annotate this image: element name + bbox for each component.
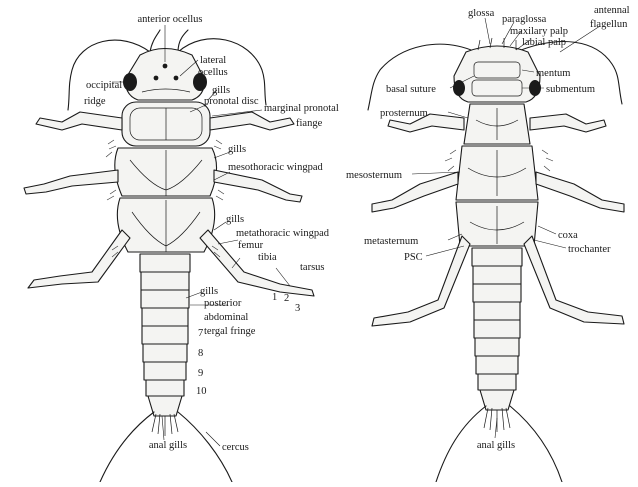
abdominal-segment [144,362,186,380]
ventral-midleg-right [536,172,624,212]
label-glossa: glossa [468,8,495,19]
label-basal-suture: basal suture [386,84,436,95]
abdominal-segment [142,326,188,344]
label-antennal-1: antennal [594,5,630,16]
label-gills-4: gills [200,286,218,297]
midleg-right [214,170,302,202]
dorsal-anal-gills [152,414,178,436]
abdominal-segment [140,254,190,272]
label-psc: PSC [404,252,423,263]
label-occipital-ridge-1: occipital [86,80,122,91]
ventral-abdominal-segment [472,248,522,266]
label-pronotal-disc: pronotal disc [204,96,259,107]
label-seg-9: 9 [198,368,203,379]
cercus-left [100,412,154,482]
ventral-foreleg-right [530,114,606,132]
abdominal-segment [142,308,188,326]
label-lateral-ocellus-2: ocellus [198,67,228,78]
abdominal-segment [143,344,187,362]
label-metasternum: metasternum [364,236,418,247]
label-femur: femur [238,240,264,251]
ventral-abdominal-segment [474,302,520,320]
ventral-abdominal-segment [474,320,520,338]
ventral-abdominal-segment [475,338,519,356]
label-tarsus-2: 2 [284,293,289,304]
label-seg-10: 10 [196,386,207,397]
ventral-eye-left [453,80,465,96]
label-mesosternum: mesosternum [346,170,402,181]
label-metathoracic-wingpad: metathoracic wingpad [236,228,330,239]
label-gills-2: gills [228,144,246,155]
label-coxa: coxa [558,230,578,241]
label-anal-gills-dorsal: anal gills [149,440,187,451]
label-maxilary-palp: maxilary palp [510,26,568,37]
ventral-abdominal-segment [478,374,516,390]
label-paraglossa: paraglossa [502,14,547,25]
ventral-abdominal-segment [473,266,521,284]
label-lateral-ocellus-1: lateral [200,55,226,66]
ventral-hindleg-left [372,236,470,326]
ventral-cercus-right [510,406,562,482]
label-gills-3: gills [226,214,244,225]
lateral-ocellus-right-dot [174,76,179,81]
abdominal-segment [141,272,189,290]
label-antennal-2: flagellun [590,19,628,30]
ventral-abdomen [472,248,522,410]
label-seg-7: 7 [198,328,203,339]
label-mentum: mentum [536,68,570,79]
label-tergal-fringe: tergal fringe [204,326,256,337]
ventral-abdominal-segment [473,284,521,302]
label-anterior-ocellus: anterior ocellus [137,14,202,25]
ventral-head [454,46,540,102]
label-seg-8: 8 [198,348,203,359]
foreleg-left [36,112,122,130]
label-labial-palp: labial palp [522,37,566,48]
lateral-ocellus-left-dot [154,76,159,81]
label-tarsus-1: 1 [272,292,277,303]
label-posterior: posterior [204,298,242,309]
label-gills-1: gills [212,85,230,96]
label-marginal-pronotal-1: marginal pronotal [264,103,339,114]
label-mesothoracic-wingpad: mesothoracic wingpad [228,162,324,173]
label-tibia: tibia [258,252,277,263]
dorsal-abdomen [140,254,190,416]
label-submentum: submentum [546,84,595,95]
midleg-left [24,170,118,194]
abdominal-segment [146,380,184,396]
ventral-abdominal-segment [476,356,518,374]
label-trochanter: trochanter [568,244,611,255]
hindleg-left [28,230,130,288]
abdominal-segment [141,290,189,308]
label-prosternum: prosternum [380,108,428,119]
anterior-ocellus-dot [163,64,168,69]
label-abdominal: abdominal [204,312,248,323]
label-occipital-ridge-2: ridge [84,96,106,107]
label-tarsus-3: 3 [295,303,300,314]
label-marginal-pronotal-2: fiange [296,118,323,129]
label-cercus: cercus [222,442,249,453]
label-tarsus: tarsus [300,262,325,273]
label-anal-gills-ventral: anal gills [477,440,515,451]
